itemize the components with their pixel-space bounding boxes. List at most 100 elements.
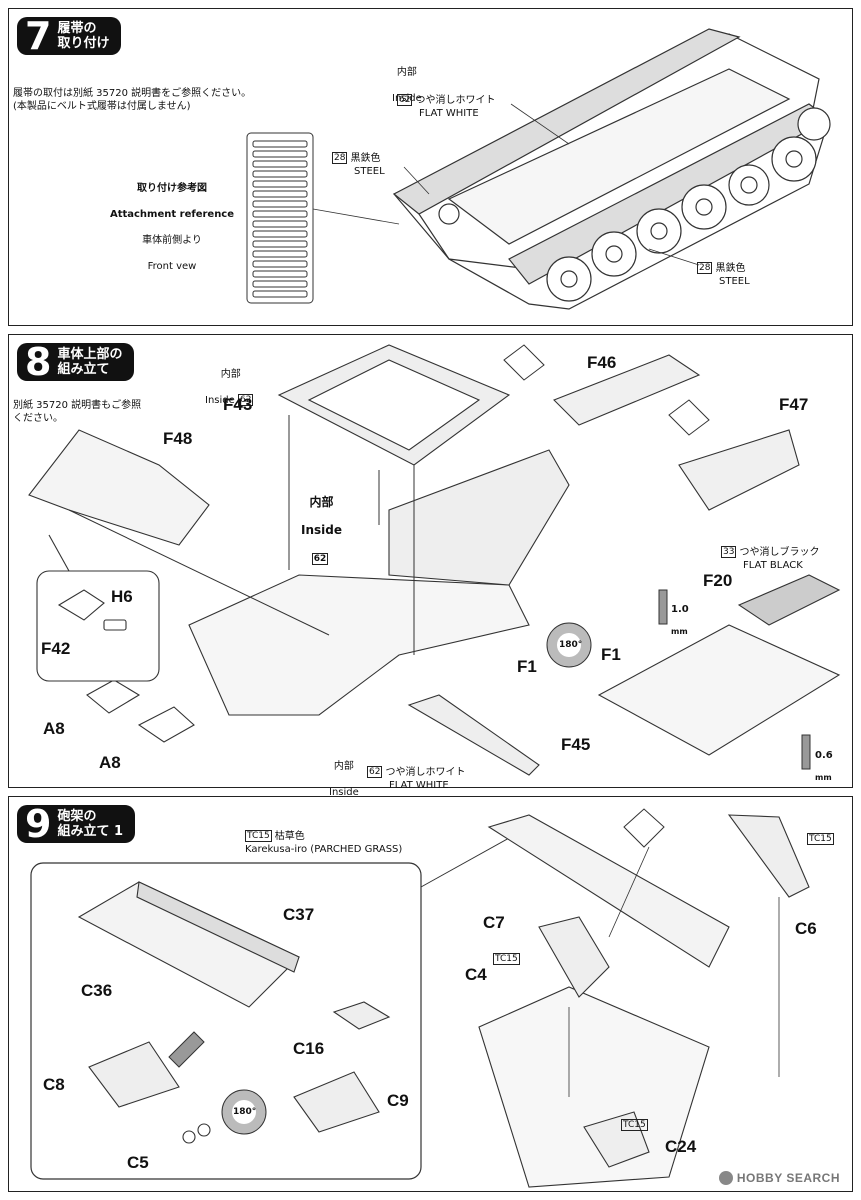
- tc15-en: Karekusa-iro (PARCHED GRASS): [245, 844, 403, 855]
- step8-inside1: 内部 Inside 62: [205, 355, 256, 420]
- dimension-bar-2-icon: [801, 734, 811, 770]
- color62-jp: つや消しホワイト: [415, 95, 496, 106]
- step8-c33-en: FLAT BLACK: [743, 560, 803, 571]
- color62-en: FLAT WHITE: [419, 108, 479, 119]
- attach-en: Attachment reference: [109, 209, 235, 220]
- tc15-code: TC15: [245, 830, 272, 842]
- part-F47-shape: [678, 429, 800, 511]
- inside-jp: 内部: [396, 67, 417, 78]
- part-F47-label: F47: [779, 395, 809, 414]
- part-F20-shape: [737, 574, 841, 626]
- step9-number: 9: [25, 802, 52, 846]
- color28b-en: STEEL: [719, 276, 750, 287]
- inside2-en: Inside: [301, 523, 342, 537]
- track-link: [252, 260, 308, 268]
- step8-title: 車体上部の 組み立て: [57, 347, 123, 377]
- step7-number: 7: [25, 14, 52, 58]
- track-link: [252, 250, 308, 258]
- part-C7-label: C7: [483, 913, 505, 932]
- part-F1b-label: F1: [601, 645, 621, 664]
- step8-inside2: 内部 Inside 62: [301, 481, 342, 579]
- step8-code62: 62: [367, 766, 383, 778]
- step8-panel: 8 車体上部の 組み立て 別紙 35720 説明書もご参照 ください。: [8, 334, 853, 798]
- track-link: [252, 140, 308, 148]
- track-link: [252, 240, 308, 248]
- inside1-en: Inside: [205, 395, 235, 406]
- step7-inside-label: 内部 Inside: [392, 53, 422, 118]
- dim2-value: 0.6: [815, 750, 833, 761]
- step8-number: 8: [25, 340, 52, 384]
- move-arrow-icon: [168, 1031, 205, 1068]
- part-C5-label: C5: [127, 1153, 149, 1172]
- track-link: [252, 160, 308, 168]
- step7-attach-label: 取り付け参考図 Attachment reference 車体前側より Fron…: [107, 169, 237, 286]
- color-code-62: 62: [397, 94, 413, 106]
- dim1-unit: mm: [671, 627, 688, 636]
- track-link: [252, 230, 308, 238]
- part-A8b-label: A8: [99, 753, 121, 772]
- step9-title: 砲架の 組み立て 1: [57, 809, 124, 839]
- inside-en: Inside: [392, 93, 422, 104]
- watermark: HOBBY SEARCH: [718, 1171, 840, 1185]
- part-A8b-shape: [137, 706, 195, 743]
- part-A8a-label: A8: [43, 719, 65, 738]
- part-C9-label: C9: [387, 1091, 409, 1110]
- color-code-28b: 28: [697, 262, 713, 274]
- step9-badge: 9 砲架の 組み立て 1: [17, 802, 136, 846]
- cement-icon-step9: [623, 808, 665, 848]
- track-link: [252, 270, 308, 278]
- front-en: Front vew: [147, 261, 197, 272]
- inside1-code: 62: [237, 394, 254, 406]
- inside1-jp: 内部: [220, 369, 241, 380]
- attach-jp: 取り付け参考図: [137, 183, 207, 194]
- part-C4-label: C4: [465, 965, 487, 984]
- step9-tc15-tag3: TC15: [621, 1119, 651, 1132]
- part-F46-shape: [553, 354, 701, 426]
- step8-badge: 8 車体上部の 組み立て: [17, 340, 135, 384]
- part-F20-label: F20: [703, 571, 733, 590]
- step7-badge: 7 履帯の 取り付け: [17, 14, 122, 58]
- track-link: [252, 190, 308, 198]
- step9-rot-label: 180°: [233, 1107, 257, 1117]
- step8-c62-jp: つや消しホワイト: [385, 767, 466, 778]
- inside3-jp: 内部: [333, 761, 354, 772]
- part-F43-label: F43: [223, 395, 253, 414]
- color28-en: STEEL: [354, 166, 385, 177]
- inside2-code: 62: [311, 552, 329, 565]
- track-link: [252, 180, 308, 188]
- track-reference-icon: [246, 132, 314, 304]
- part-C8-label: C8: [43, 1075, 65, 1094]
- track-link: [252, 290, 308, 298]
- part-H6-label: H6: [111, 587, 133, 606]
- watermark-text: HOBBY SEARCH: [736, 1171, 840, 1185]
- track-link: [252, 220, 308, 228]
- step8-inside3: 内部 Inside: [329, 747, 359, 812]
- part-F48-label: F48: [163, 429, 193, 448]
- track-link: [252, 280, 308, 288]
- step8-dim2: 0.6 mm: [815, 739, 833, 794]
- track-link: [252, 210, 308, 218]
- step8-c62-en: FLAT WHITE: [389, 780, 449, 791]
- step9-tc15-tag1: TC15: [807, 833, 837, 846]
- watermark-logo-icon: [718, 1171, 733, 1185]
- step8-dim1: 1.0 mm: [671, 593, 689, 648]
- step8-c33-jp: つや消しブラック: [739, 547, 820, 558]
- rotate-180-icon-step9: [221, 1089, 267, 1135]
- tc15-tag3: TC15: [621, 1119, 648, 1131]
- dim2-unit: mm: [815, 773, 832, 782]
- dim1-value: 1.0: [671, 604, 689, 615]
- part-C37-label: C37: [283, 905, 315, 924]
- step7-note: 履帯の取付は別紙 35720 説明書をご参照ください。 (本製品にベルト式履帯は…: [13, 88, 252, 112]
- front-jp: 車体前側より: [142, 235, 202, 246]
- road-wheels: [438, 107, 831, 302]
- inside3-en: Inside: [329, 787, 359, 798]
- part-C24-label: C24: [665, 1137, 697, 1156]
- part-C36-label: C36: [81, 981, 113, 1000]
- step7-illustration: [246, 28, 831, 310]
